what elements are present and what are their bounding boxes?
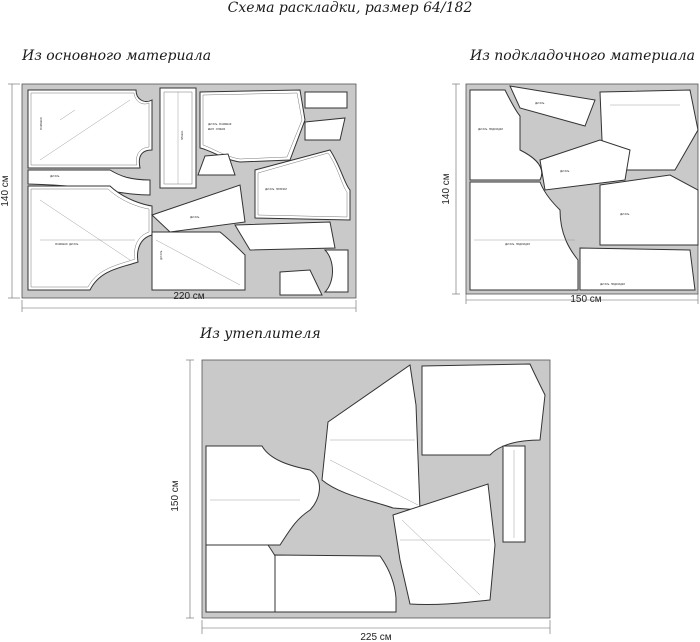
pattern-piece xyxy=(392,483,496,606)
pattern-piece xyxy=(539,139,631,191)
svg-text:ДЕТАЛЬ ПОДКЛАДКИ: ДЕТАЛЬ ПОДКЛАДКИ xyxy=(600,283,625,286)
svg-text:ОСНОВНАЯ: ОСНОВНАЯ xyxy=(40,117,43,130)
pattern-piece xyxy=(304,117,346,141)
svg-text:ДЕТАЛЬ: ДЕТАЛЬ xyxy=(620,213,630,216)
main-fabric-label: Из основного материала xyxy=(22,48,212,64)
pattern-piece xyxy=(27,89,153,169)
pattern-piece xyxy=(254,149,351,221)
pattern-piece xyxy=(579,247,696,291)
pattern-piece xyxy=(205,445,320,546)
pattern-piece xyxy=(197,153,236,176)
pattern-piece xyxy=(323,249,349,293)
svg-text:ПЛАНКА: ПЛАНКА xyxy=(181,130,184,140)
insulation-label: Из утеплителя xyxy=(200,326,321,342)
page-title: Схема раскладки, размер 64/182 xyxy=(227,0,473,16)
pattern-piece xyxy=(469,89,543,181)
main-width-label: 220 см xyxy=(173,291,204,302)
lining-width-label: 150 см xyxy=(570,294,601,305)
pattern-piece xyxy=(151,184,246,233)
svg-text:ОСНОВНАЯ ДЕТАЛЬ: ОСНОВНАЯ ДЕТАЛЬ xyxy=(55,243,79,246)
svg-text:ДЕТАЛЬ: ДЕТАЛЬ xyxy=(160,250,163,260)
pattern-piece xyxy=(205,544,286,613)
svg-text:ДЕТАЛЬ ПОЛОЧКИ: ДЕТАЛЬ ПОЛОЧКИ xyxy=(265,188,287,191)
insulation-layout: 225 см 150 см xyxy=(170,359,551,642)
pattern-piece xyxy=(234,221,336,251)
svg-text:ВЕРХ СПИНКИ: ВЕРХ СПИНКИ xyxy=(208,128,226,131)
pattern-piece xyxy=(421,363,546,456)
pattern-piece xyxy=(321,364,421,511)
pattern-piece xyxy=(509,85,596,127)
pattern-piece xyxy=(274,554,397,613)
svg-text:ДЕТАЛЬ ПОДКЛАДКИ: ДЕТАЛЬ ПОДКЛАДКИ xyxy=(478,128,503,131)
main-height-label: 140 см xyxy=(0,175,11,206)
lining-height-label: 140 см xyxy=(441,173,452,204)
main-fabric-layout: ОСНОВНАЯ ДЕТАЛЬ ОСНОВНАЯ ДЕТАЛЬ ПЛАНКА Д… xyxy=(0,83,357,312)
lining-fabric-layout: ДЕТАЛЬ ПОДКЛАДКИ ДЕТАЛЬ ДЕТАЛЬ ДЕТАЛЬ ПО… xyxy=(441,83,699,305)
pattern-piece xyxy=(27,185,153,291)
insulation-height-label: 150 см xyxy=(170,480,181,511)
pattern-piece xyxy=(599,174,699,246)
insulation-width-label: 225 см xyxy=(360,632,391,642)
svg-text:ДЕТАЛЬ: ДЕТАЛЬ xyxy=(50,175,60,178)
pattern-piece xyxy=(151,231,246,291)
lining-fabric-label: Из подкладочного материала xyxy=(470,48,695,64)
svg-text:ДЕТАЛЬ: ДЕТАЛЬ xyxy=(560,170,570,173)
svg-text:ДЕТАЛЬ: ДЕТАЛЬ xyxy=(190,216,200,219)
svg-text:ДЕТАЛЬ: ДЕТАЛЬ xyxy=(535,102,545,105)
pattern-piece xyxy=(304,91,348,109)
pattern-piece xyxy=(279,269,323,296)
svg-text:ДЕТАЛЬ ПОДКЛАДКИ: ДЕТАЛЬ ПОДКЛАДКИ xyxy=(505,243,530,246)
svg-text:ДЕТАЛЬ ОСНОВНАЯ: ДЕТАЛЬ ОСНОВНАЯ xyxy=(208,123,232,126)
pattern-piece xyxy=(469,181,579,291)
